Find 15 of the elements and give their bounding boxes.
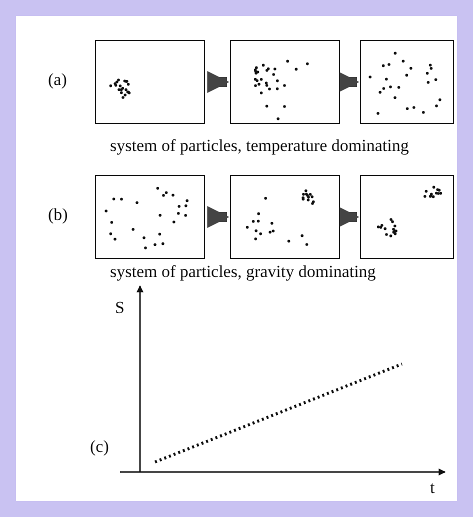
particle-box — [95, 40, 205, 124]
axis-label: S — [115, 298, 124, 318]
block-arrow — [207, 71, 230, 93]
block-arrow — [207, 206, 230, 228]
axis-label: t — [430, 478, 435, 498]
particle-box — [230, 175, 340, 259]
caption: system of particles, gravity dominating — [110, 262, 376, 282]
particle-box — [360, 175, 454, 259]
panel-label: (a) — [48, 70, 67, 90]
particle-box — [95, 175, 205, 259]
particle-box — [230, 40, 340, 124]
particle-box — [360, 40, 454, 124]
panel-label: (c) — [90, 437, 109, 457]
caption: system of particles, temperature dominating — [110, 136, 409, 156]
panel-label: (b) — [48, 205, 68, 225]
